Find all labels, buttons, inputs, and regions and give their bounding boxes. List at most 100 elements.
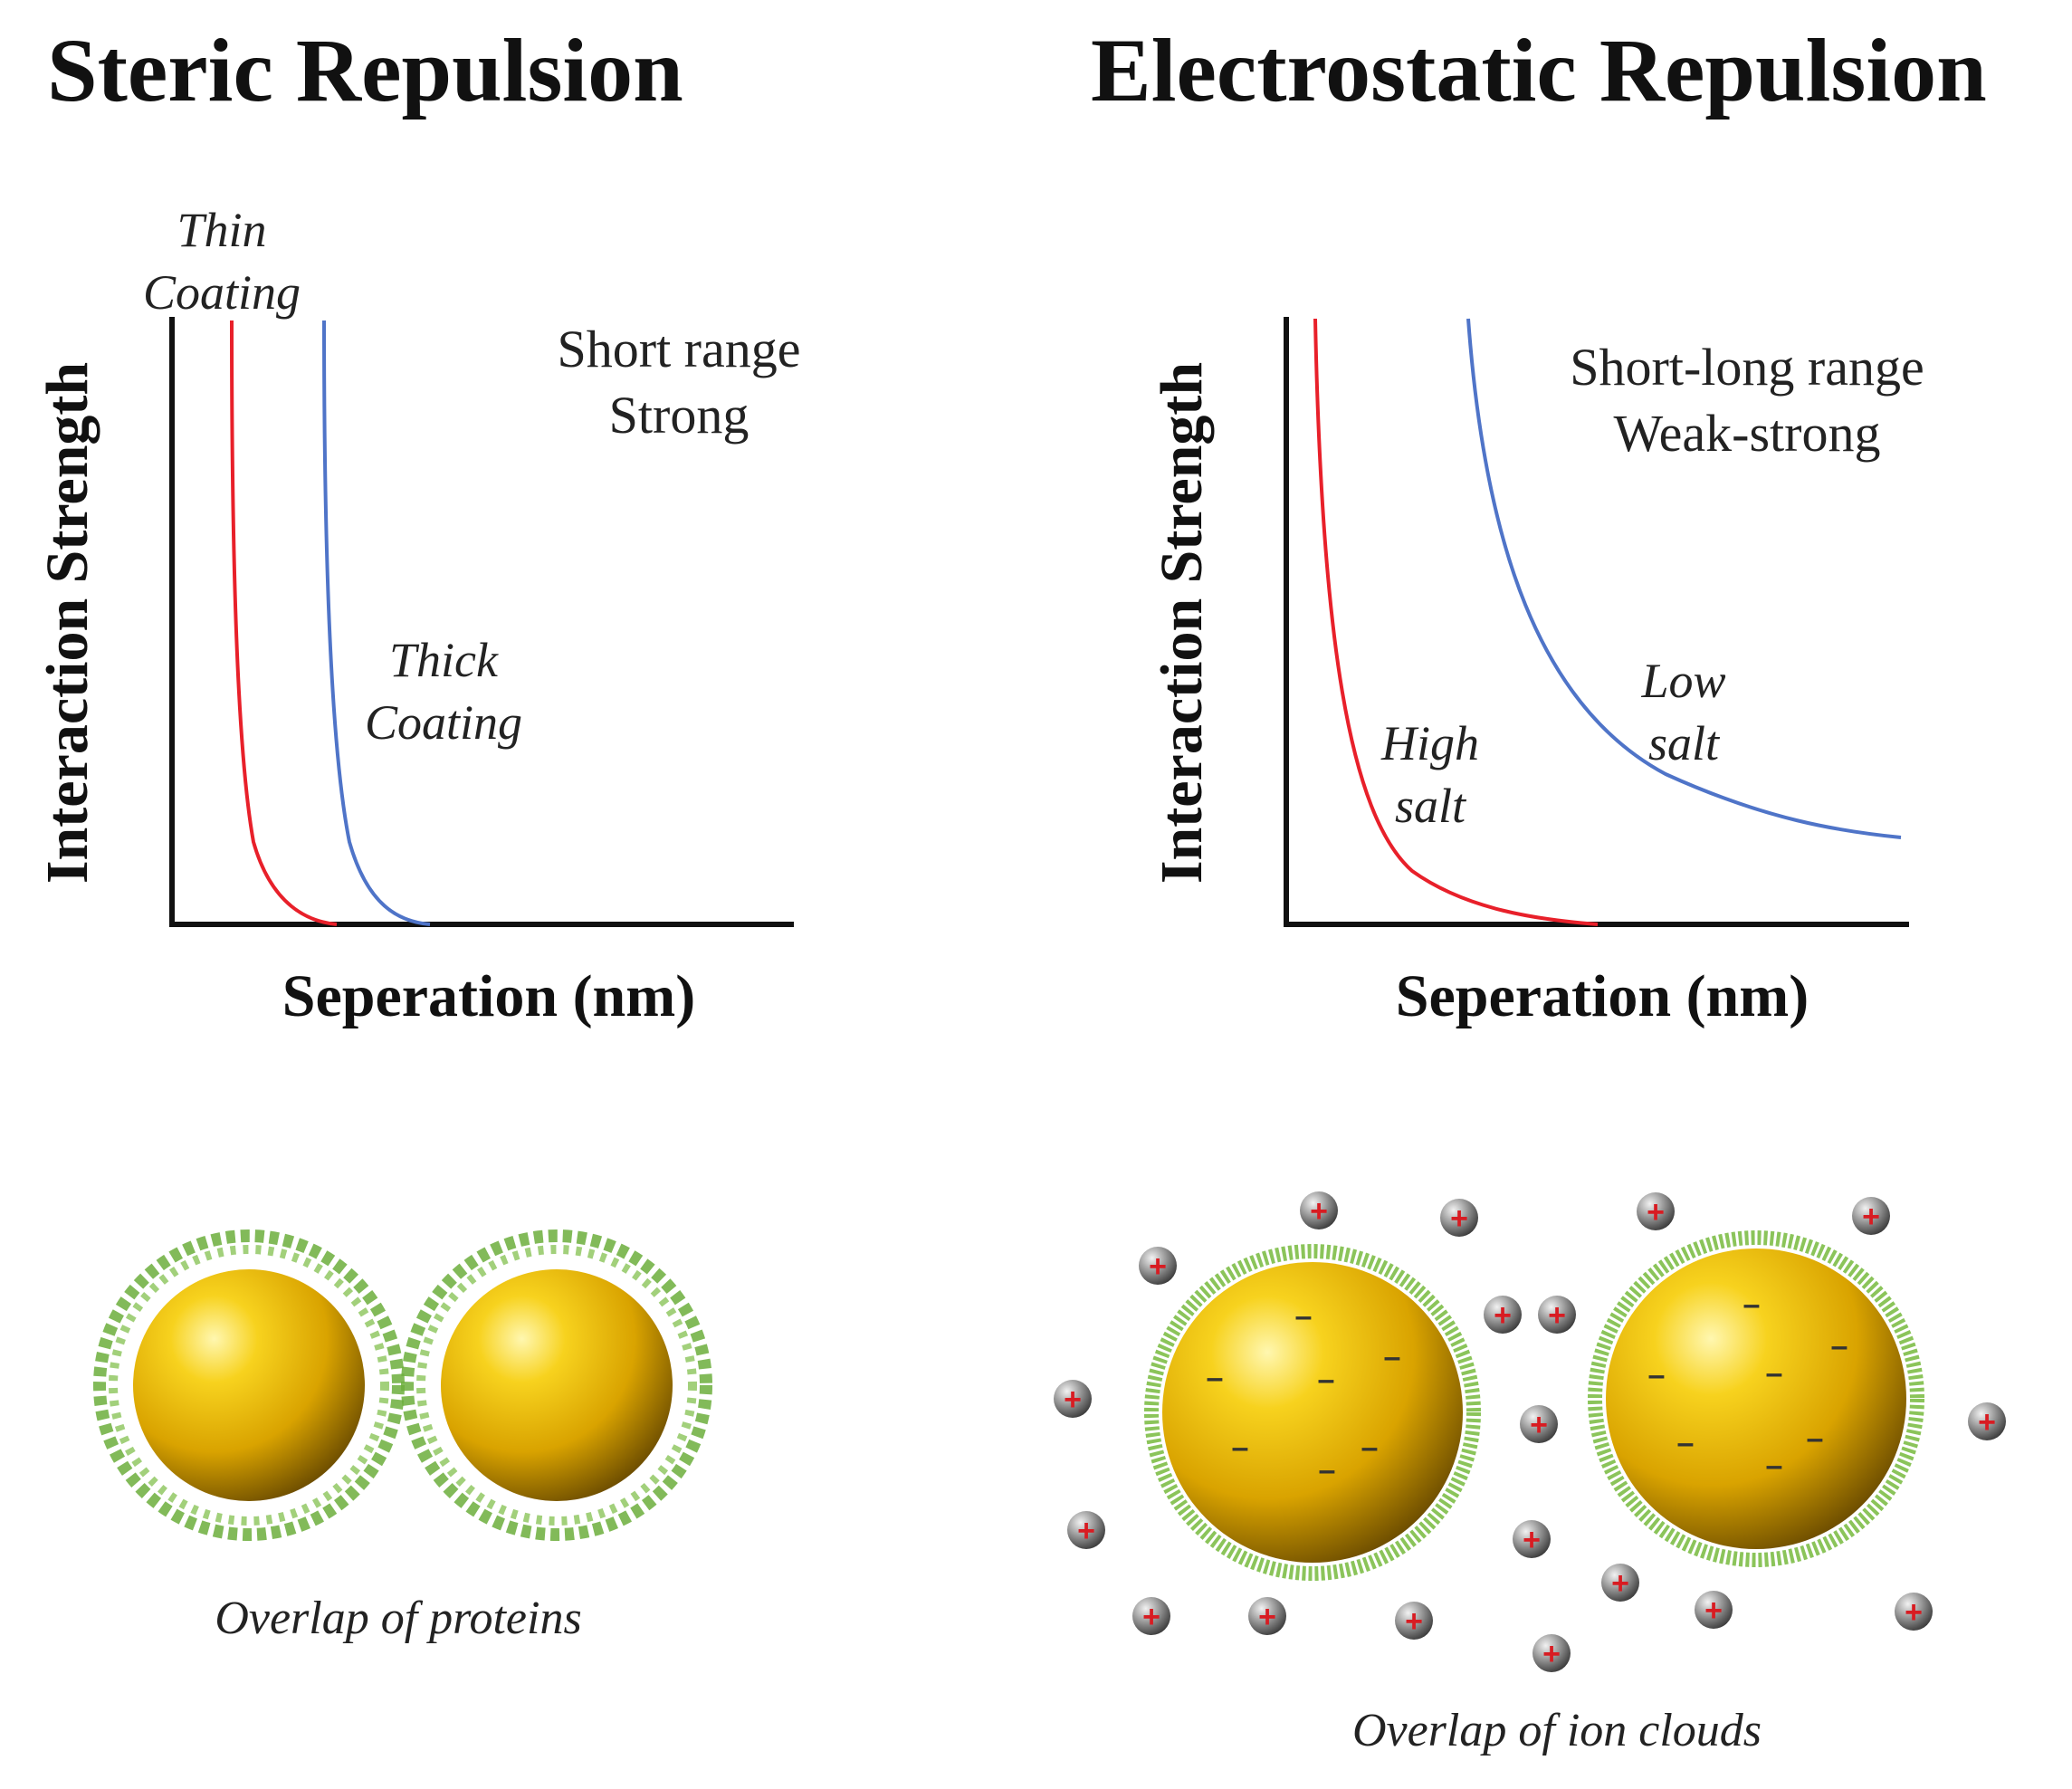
ion-sphere (1695, 1591, 1733, 1629)
negative-charge: – (1743, 1287, 1761, 1322)
positive-ion: + (1520, 1405, 1558, 1443)
electrostatic-range-line2: Weak-strong (1613, 403, 1881, 463)
steric-range-line2: Strong (608, 385, 750, 445)
thin-coating-line1: Thin (177, 203, 267, 257)
protein-coating (93, 1229, 405, 1541)
ion-sphere (1484, 1296, 1522, 1334)
gold-nanoparticle (1162, 1262, 1463, 1563)
coated-particle-left (93, 1229, 405, 1541)
plus-sign: + (1905, 1595, 1923, 1630)
positive-ions: +++++++++++++++++++ (1054, 1191, 2006, 1672)
negative-charges: –––––––––––––– (1207, 1287, 1848, 1488)
positive-ion: + (1695, 1591, 1733, 1629)
ion-sphere (1895, 1593, 1933, 1631)
ion-sphere (1132, 1597, 1170, 1635)
low-salt-label: Low salt (1611, 650, 1756, 775)
negative-charge: – (1677, 1426, 1695, 1460)
thin-coating-label: Thin Coating (127, 199, 317, 324)
charged-particle-right (1588, 1230, 1924, 1567)
ion-sphere (1139, 1247, 1177, 1285)
positive-ion: + (1440, 1199, 1478, 1237)
electrostatic-range-line1: Short-long range (1570, 338, 1924, 397)
negative-charge: – (1384, 1340, 1401, 1374)
charged-particle-left (1144, 1244, 1481, 1581)
plus-sign: + (1548, 1298, 1566, 1333)
steric-chart (169, 317, 794, 927)
electrostatic-x-label: Seperation (nm) (1395, 963, 1809, 1029)
positive-ion: + (1601, 1564, 1639, 1602)
ion-sphere (1440, 1199, 1478, 1237)
plus-sign: + (1064, 1382, 1082, 1417)
ion-sphere (1852, 1197, 1890, 1235)
ion-sphere (1520, 1405, 1558, 1443)
thick-coating-line1: Thick (389, 633, 498, 687)
plus-sign: + (1077, 1514, 1095, 1548)
ion-sphere (1601, 1564, 1639, 1602)
protein-coating (401, 1229, 712, 1541)
negative-charge: – (1361, 1430, 1379, 1465)
positive-ion: + (1538, 1296, 1576, 1334)
ion-sphere (1300, 1191, 1338, 1229)
plus-sign: + (1310, 1194, 1328, 1229)
ion-shell (1588, 1230, 1924, 1567)
electrostatic-chart (1284, 317, 1909, 927)
protein-coating-outer (109, 1245, 389, 1526)
negative-charge: – (1232, 1430, 1249, 1465)
ion-shell (1144, 1244, 1481, 1581)
positive-ion: + (1248, 1597, 1286, 1635)
plus-sign: + (1450, 1201, 1468, 1236)
negative-charge: – (1766, 1449, 1783, 1483)
plus-sign: + (1611, 1566, 1629, 1601)
ion-sphere (1637, 1192, 1675, 1230)
thin-coating-curve (230, 320, 338, 926)
positive-ion: + (1513, 1520, 1551, 1558)
negative-charge: – (1319, 1453, 1336, 1488)
plus-sign: + (1530, 1408, 1548, 1442)
positive-ion: + (1484, 1296, 1522, 1334)
positive-ion: + (1895, 1593, 1933, 1631)
electrostatic-range-note: Short-long range Weak-strong (1530, 335, 1964, 466)
plus-sign: + (1523, 1523, 1541, 1557)
steric-y-label: Interaction Strength (34, 361, 100, 885)
plus-sign: + (1142, 1600, 1160, 1634)
positive-ion: + (1637, 1192, 1675, 1230)
gold-nanoparticle (1606, 1248, 1906, 1549)
plus-sign: + (1647, 1195, 1665, 1229)
gold-nanoparticle (441, 1269, 673, 1501)
low-salt-curve (1466, 318, 1902, 839)
electrostatic-caption: Overlap of ion clouds (1351, 1705, 1762, 1756)
plus-sign: + (1704, 1593, 1723, 1628)
thick-coating-curve (322, 320, 431, 926)
gold-nanoparticle (133, 1269, 365, 1501)
positive-ion: + (1968, 1402, 2006, 1440)
negative-charge: – (1295, 1299, 1313, 1334)
positive-ion: + (1132, 1597, 1170, 1635)
thick-coating-line2: Coating (364, 695, 523, 751)
negative-charge: – (1807, 1421, 1824, 1456)
positive-ion: + (1139, 1247, 1177, 1285)
plus-sign: + (1862, 1200, 1880, 1234)
high-salt-curve (1313, 318, 1599, 926)
positive-ion: + (1067, 1511, 1105, 1549)
high-salt-label: High salt (1358, 713, 1503, 837)
plus-sign: + (1978, 1405, 1996, 1440)
ion-sphere (1538, 1296, 1576, 1334)
ion-sphere (1533, 1634, 1571, 1672)
positive-ion: + (1852, 1197, 1890, 1235)
low-salt-line2: salt (1647, 716, 1720, 771)
low-salt-line1: Low (1641, 654, 1726, 708)
ion-sphere (1513, 1520, 1551, 1558)
plus-sign: + (1494, 1298, 1512, 1333)
negative-charge: – (1766, 1356, 1783, 1391)
steric-range-note: Short range Strong (507, 317, 851, 448)
positive-ion: + (1533, 1634, 1571, 1672)
ion-sphere (1395, 1602, 1433, 1640)
negative-charge: – (1648, 1358, 1666, 1392)
ion-sphere (1054, 1380, 1092, 1418)
electrostatic-y-label: Interaction Strength (1149, 361, 1215, 885)
electrostatic-particles: –––––––––––––– +++++++++++++++++++ (1054, 1191, 2006, 1672)
negative-charge: – (1831, 1329, 1848, 1363)
high-salt-line2: salt (1394, 779, 1466, 834)
